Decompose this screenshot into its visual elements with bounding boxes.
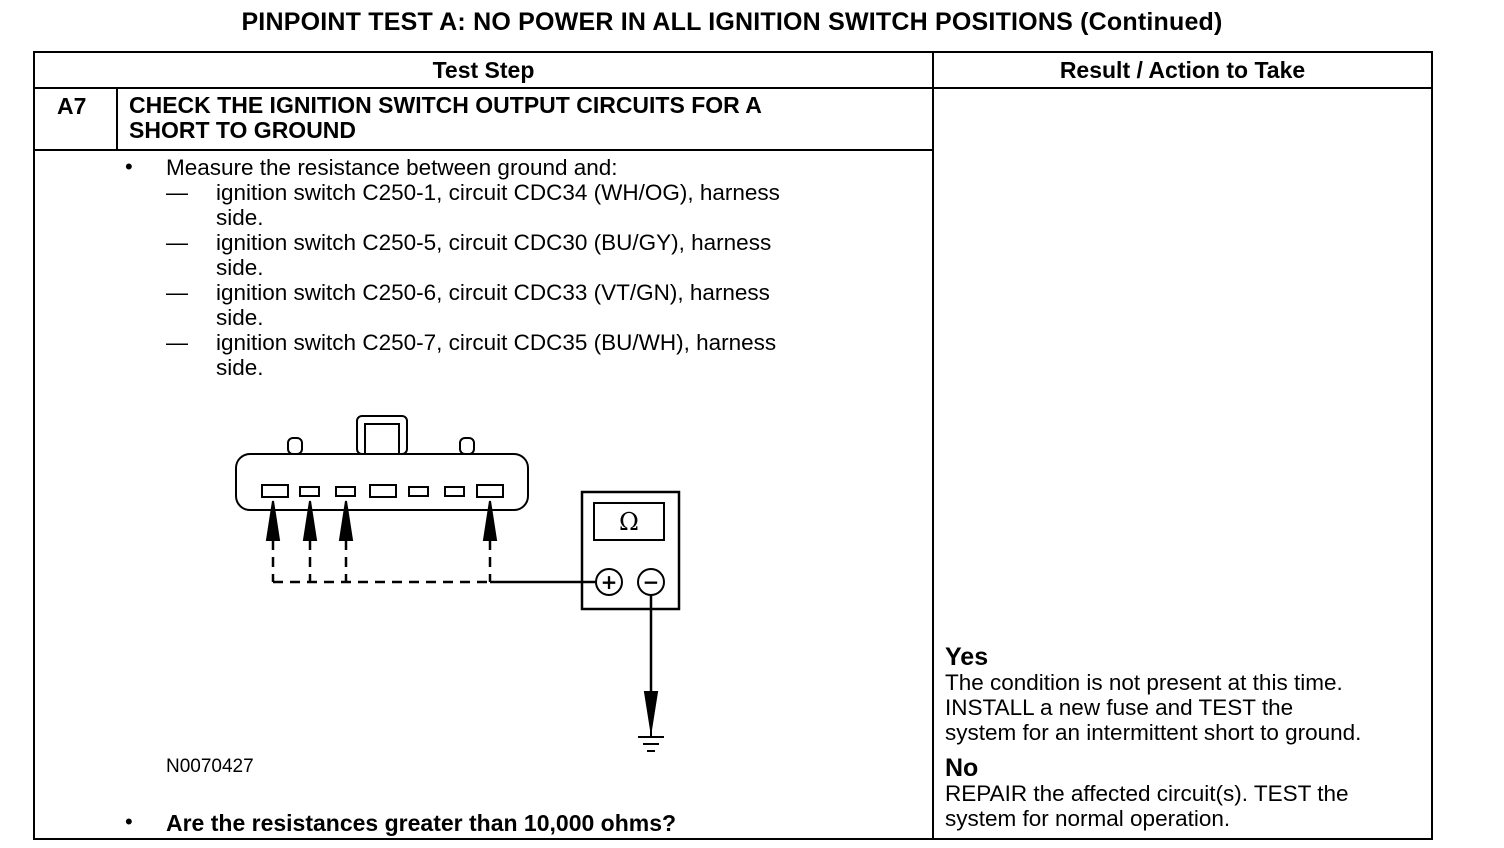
probe-arrow-icon — [302, 500, 318, 541]
result-no: No REPAIR the affected circuit(s). TEST … — [945, 754, 1349, 832]
bullet-icon: • — [125, 154, 133, 179]
step-title-line-1: CHECK THE IGNITION SWITCH OUTPUT CIRCUIT… — [129, 92, 762, 118]
item-line: ignition switch C250-5, circuit CDC30 (B… — [216, 230, 772, 255]
yes-label: Yes — [945, 643, 989, 671]
meter-positive-terminal — [595, 568, 623, 596]
ohm-icon: Ω — [619, 508, 639, 536]
connector-pin — [408, 486, 429, 497]
item-line: side. — [216, 255, 264, 280]
connector-latch-inner — [364, 423, 400, 455]
connector-tab — [459, 437, 475, 455]
ground-symbol-icon — [638, 736, 664, 752]
plus-icon: + — [601, 570, 618, 594]
connector-pin — [369, 484, 397, 498]
minus-icon: − — [643, 570, 660, 594]
no-line: system for normal operation. — [945, 806, 1231, 831]
connector-pin — [335, 486, 356, 497]
connector-body — [235, 453, 529, 511]
header-result-action: Result / Action to Take — [1059, 57, 1306, 83]
step-id-divider — [116, 87, 118, 149]
no-line: REPAIR the affected circuit(s). TEST the — [945, 781, 1349, 806]
probe-arrow-icon — [338, 500, 354, 541]
ground-probe-arrow-icon — [643, 691, 659, 731]
measurement-item: ignition switch C250-1, circuit CDC34 (W… — [216, 180, 780, 230]
no-label: No — [945, 754, 979, 782]
connector-pin — [444, 486, 465, 497]
measurement-item: ignition switch C250-6, circuit CDC33 (V… — [216, 280, 770, 330]
dash-icon: — — [166, 180, 188, 205]
yes-line: The condition is not present at this tim… — [945, 670, 1343, 695]
item-line: side. — [216, 305, 264, 330]
yes-line: system for an intermittent short to grou… — [945, 720, 1362, 745]
step-id: A7 — [57, 93, 87, 119]
measure-instruction: Measure the resistance between ground an… — [166, 155, 618, 180]
connector-pin — [476, 484, 504, 498]
column-divider — [932, 53, 934, 838]
step-title-line-2: SHORT TO GROUND — [129, 117, 357, 143]
measurement-item: ignition switch C250-5, circuit CDC30 (B… — [216, 230, 771, 280]
step-title-divider — [35, 149, 932, 151]
header-test-step: Test Step — [432, 57, 535, 83]
ohmmeter-display — [593, 502, 665, 541]
dash-icon: — — [166, 330, 188, 355]
dash-icon: — — [166, 280, 188, 305]
test-question: Are the resistances greater than 10,000 … — [166, 810, 677, 836]
item-line: side. — [216, 205, 264, 230]
item-line: ignition switch C250-7, circuit CDC35 (B… — [216, 330, 777, 355]
connector-pin — [299, 486, 320, 497]
header-divider — [35, 87, 1431, 89]
connector-tab — [287, 437, 303, 455]
bullet-icon: • — [125, 809, 133, 834]
dash-icon: — — [166, 230, 188, 255]
item-line: side. — [216, 355, 264, 380]
page-title: PINPOINT TEST A: NO POWER IN ALL IGNITIO… — [241, 8, 1223, 36]
yes-line: INSTALL a new fuse and TEST the — [945, 695, 1294, 720]
ohmmeter-body — [580, 490, 681, 611]
measurement-item: ignition switch C250-7, circuit CDC35 (B… — [216, 330, 776, 380]
step-title: CHECK THE IGNITION SWITCH OUTPUT CIRCUIT… — [129, 93, 762, 143]
item-line: ignition switch C250-6, circuit CDC33 (V… — [216, 280, 770, 305]
connector-pin — [261, 484, 289, 498]
probe-arrow-icon — [265, 500, 281, 541]
result-yes: Yes The condition is not present at this… — [945, 643, 1362, 746]
figure-id: N0070427 — [166, 756, 254, 777]
probe-arrow-icon — [482, 500, 498, 541]
pinpoint-test-table: Test Step Result / Action to Take A7 CHE… — [33, 51, 1433, 840]
item-line: ignition switch C250-1, circuit CDC34 (W… — [216, 180, 780, 205]
